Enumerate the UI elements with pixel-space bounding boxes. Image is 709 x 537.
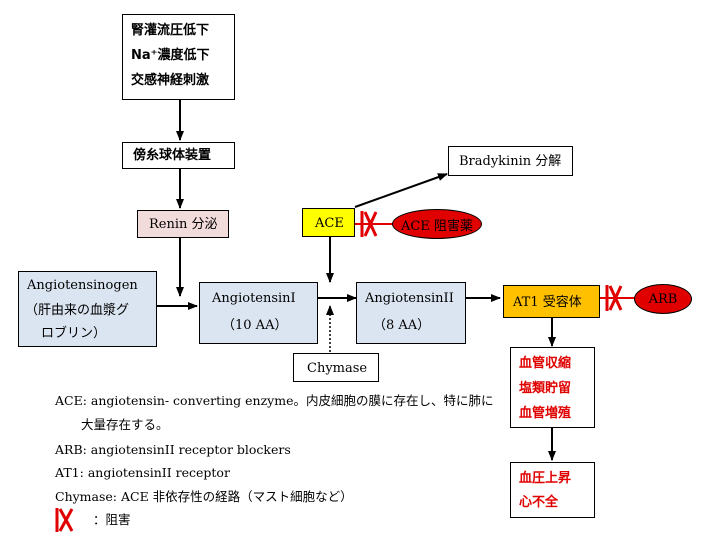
stimulus-line-3: 交感神経刺激 bbox=[131, 73, 210, 88]
legend-ace-line-1: ACE: angiotensin- converting enzyme。内皮細胞… bbox=[55, 393, 494, 408]
renin-label: Renin 分泌 bbox=[149, 217, 218, 232]
ace-label: ACE bbox=[315, 216, 344, 231]
angiotensinogen-desc-2: ロブリン） bbox=[41, 326, 107, 341]
effect-salt-retention: 塩類貯留 bbox=[519, 381, 572, 396]
ace-inhibitor-ellipse: ACE 阻害薬 bbox=[392, 209, 482, 239]
legend-chymase: Chymase: ACE 非依存性の経路（マスト細胞など） bbox=[55, 489, 353, 504]
effect-vascular-growth: 血管増殖 bbox=[519, 406, 572, 421]
bradykinin-label: Bradykinin 分解 bbox=[459, 154, 562, 169]
angiotensin1-label: AngiotensinI bbox=[212, 291, 296, 306]
ace-box: ACE bbox=[302, 208, 355, 237]
arb-label: ARB bbox=[648, 291, 678, 307]
chymase-label: Chymase bbox=[307, 361, 368, 376]
effects-box: 血管収縮 塩類貯留 血管増殖 bbox=[510, 347, 595, 428]
outcome-hypertension: 血圧上昇 bbox=[519, 471, 572, 486]
legend-ace-line-2: 大量存在する。 bbox=[81, 417, 169, 432]
angiotensin1-size: （10 AA） bbox=[222, 318, 288, 333]
stimulus-line-2: Na⁺濃度低下 bbox=[131, 48, 210, 63]
inhibit-icon bbox=[360, 211, 378, 237]
jga-box: 傍糸球体装置 bbox=[122, 142, 235, 169]
arrow-ace-to-bradykinin bbox=[354, 173, 448, 208]
effect-vasoconstriction: 血管収縮 bbox=[519, 356, 572, 371]
angiotensinogen-label: Angiotensinogen bbox=[27, 278, 138, 293]
angiotensin2-label: AngiotensinII bbox=[365, 291, 454, 306]
chymase-box: Chymase bbox=[293, 353, 379, 382]
inhibit-icon bbox=[605, 285, 623, 311]
angiotensin2-box: AngiotensinII （8 AA） bbox=[356, 282, 466, 344]
outcome-box: 血圧上昇 心不全 bbox=[510, 462, 595, 518]
legend-inhibit-label: ：阻害 bbox=[93, 512, 131, 527]
legend-at1: AT1: angiotensinII receptor bbox=[55, 465, 230, 480]
renin-box: Renin 分泌 bbox=[137, 210, 229, 238]
stimulus-line-1: 腎灌流圧低下 bbox=[131, 23, 210, 38]
angiotensin1-box: AngiotensinI （10 AA） bbox=[199, 282, 318, 344]
at1-label: AT1 受容体 bbox=[513, 295, 582, 310]
angiotensinogen-box: Angiotensinogen （肝由来の血漿グ ロブリン） bbox=[18, 271, 157, 347]
arb-ellipse: ARB bbox=[634, 284, 692, 314]
legend-arb: ARB: angiotensinII receptor blockers bbox=[55, 442, 291, 457]
inhibit-icon bbox=[55, 508, 74, 532]
angiotensin2-size: （8 AA） bbox=[373, 318, 431, 333]
at1-box: AT1 受容体 bbox=[503, 285, 600, 318]
stimulus-box: 腎灌流圧低下 Na⁺濃度低下 交感神経刺激 bbox=[122, 14, 235, 100]
ace-inhibitor-label: ACE 阻害薬 bbox=[401, 218, 473, 234]
angiotensinogen-desc-1: （肝由来の血漿グ bbox=[25, 303, 130, 318]
jga-label: 傍糸球体装置 bbox=[133, 148, 212, 163]
bradykinin-box: Bradykinin 分解 bbox=[448, 146, 573, 176]
outcome-heart-failure: 心不全 bbox=[519, 495, 559, 510]
